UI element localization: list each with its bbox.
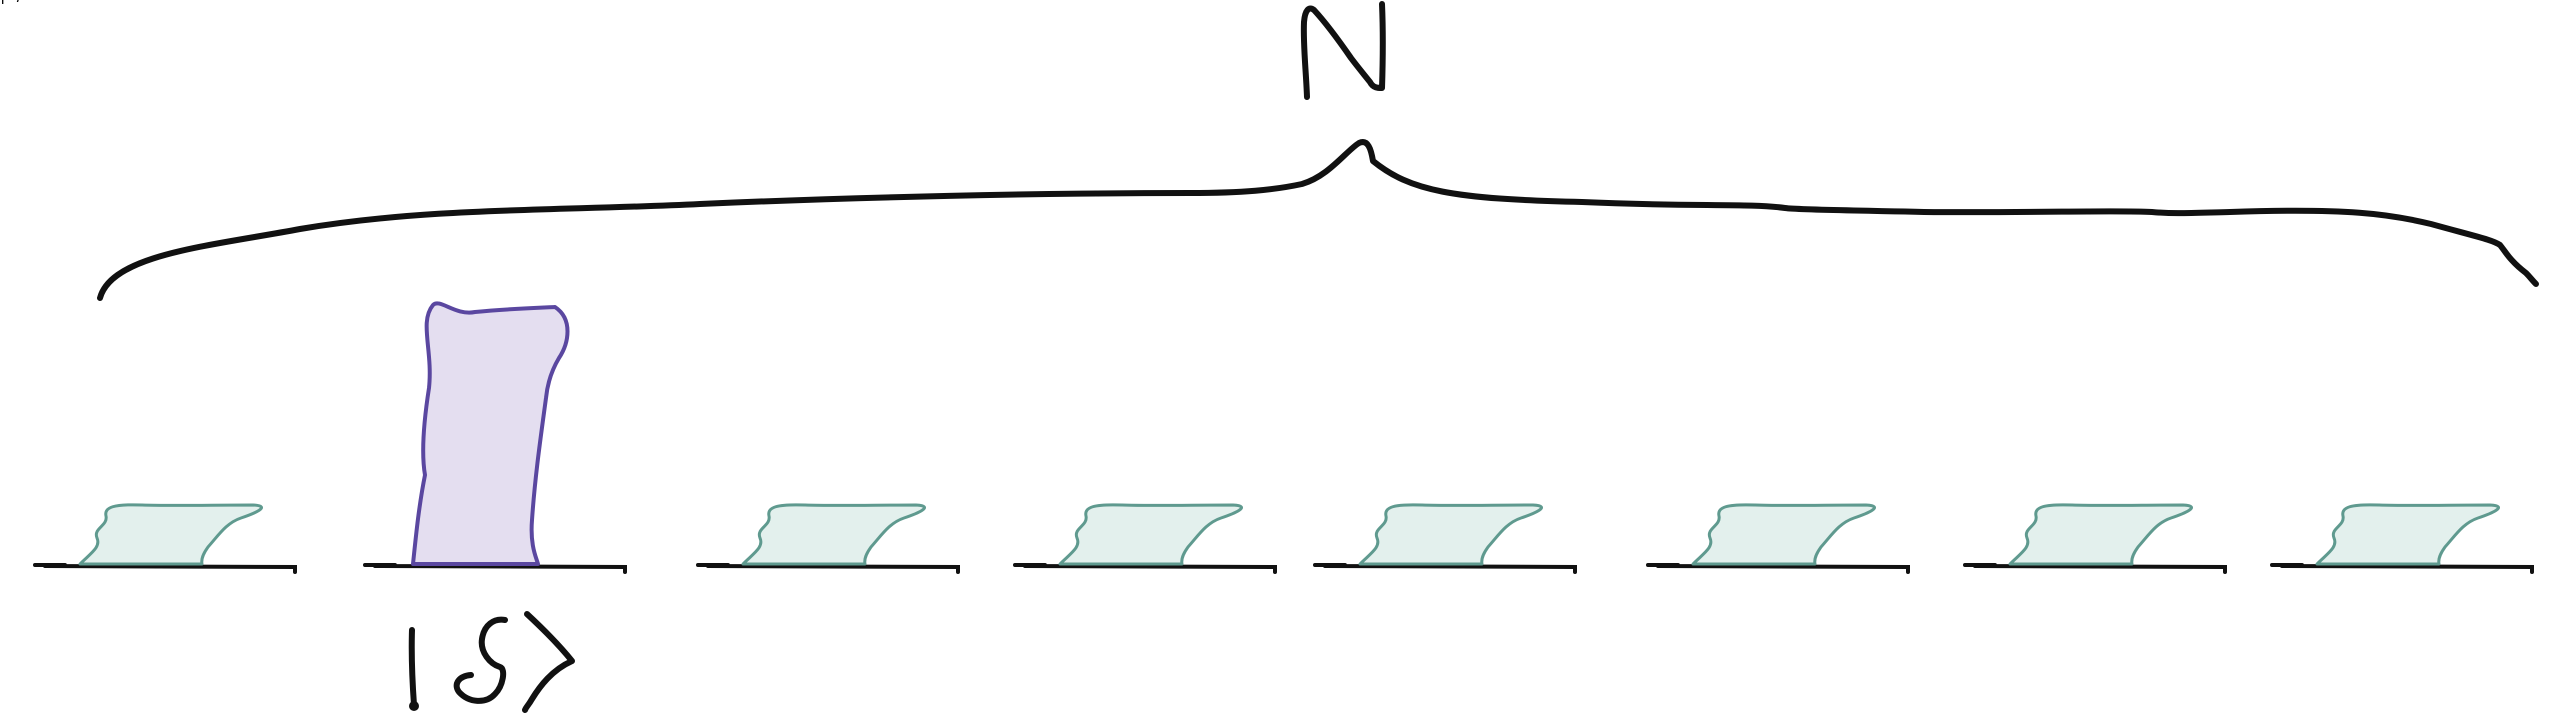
box-row [33, 301, 2534, 574]
state-label-dot [409, 701, 419, 711]
box-cell [363, 301, 627, 574]
state-label-text: |S⟩ [0, 0, 22, 4]
box-baseline [696, 563, 960, 574]
box-cell [1313, 503, 1577, 574]
total-label-n [1300, 1, 1386, 100]
total-label-text: N [0, 0, 12, 4]
small-box [741, 503, 926, 566]
box-cell [1013, 503, 1277, 574]
box-baseline [1013, 563, 1277, 574]
small-box [1691, 503, 1876, 566]
box-baseline [1646, 563, 1910, 574]
box-cell [33, 503, 297, 574]
small-box [1358, 503, 1543, 566]
small-box [2315, 503, 2500, 566]
superposition-brace [97, 139, 2539, 301]
box-cell [1963, 503, 2227, 574]
highlighted-tall-box [411, 301, 570, 566]
state-label-symbol [408, 611, 575, 713]
small-box [2008, 503, 2193, 566]
box-cell [696, 503, 960, 574]
small-box [1058, 503, 1243, 566]
box-cell [1646, 503, 1910, 574]
box-cell [2270, 503, 2534, 574]
box-baseline [363, 563, 627, 574]
box-baseline [33, 563, 297, 574]
box-baseline [1963, 563, 2227, 574]
box-baseline [2270, 563, 2534, 574]
small-box [78, 503, 263, 566]
box-baseline [1313, 563, 1577, 574]
